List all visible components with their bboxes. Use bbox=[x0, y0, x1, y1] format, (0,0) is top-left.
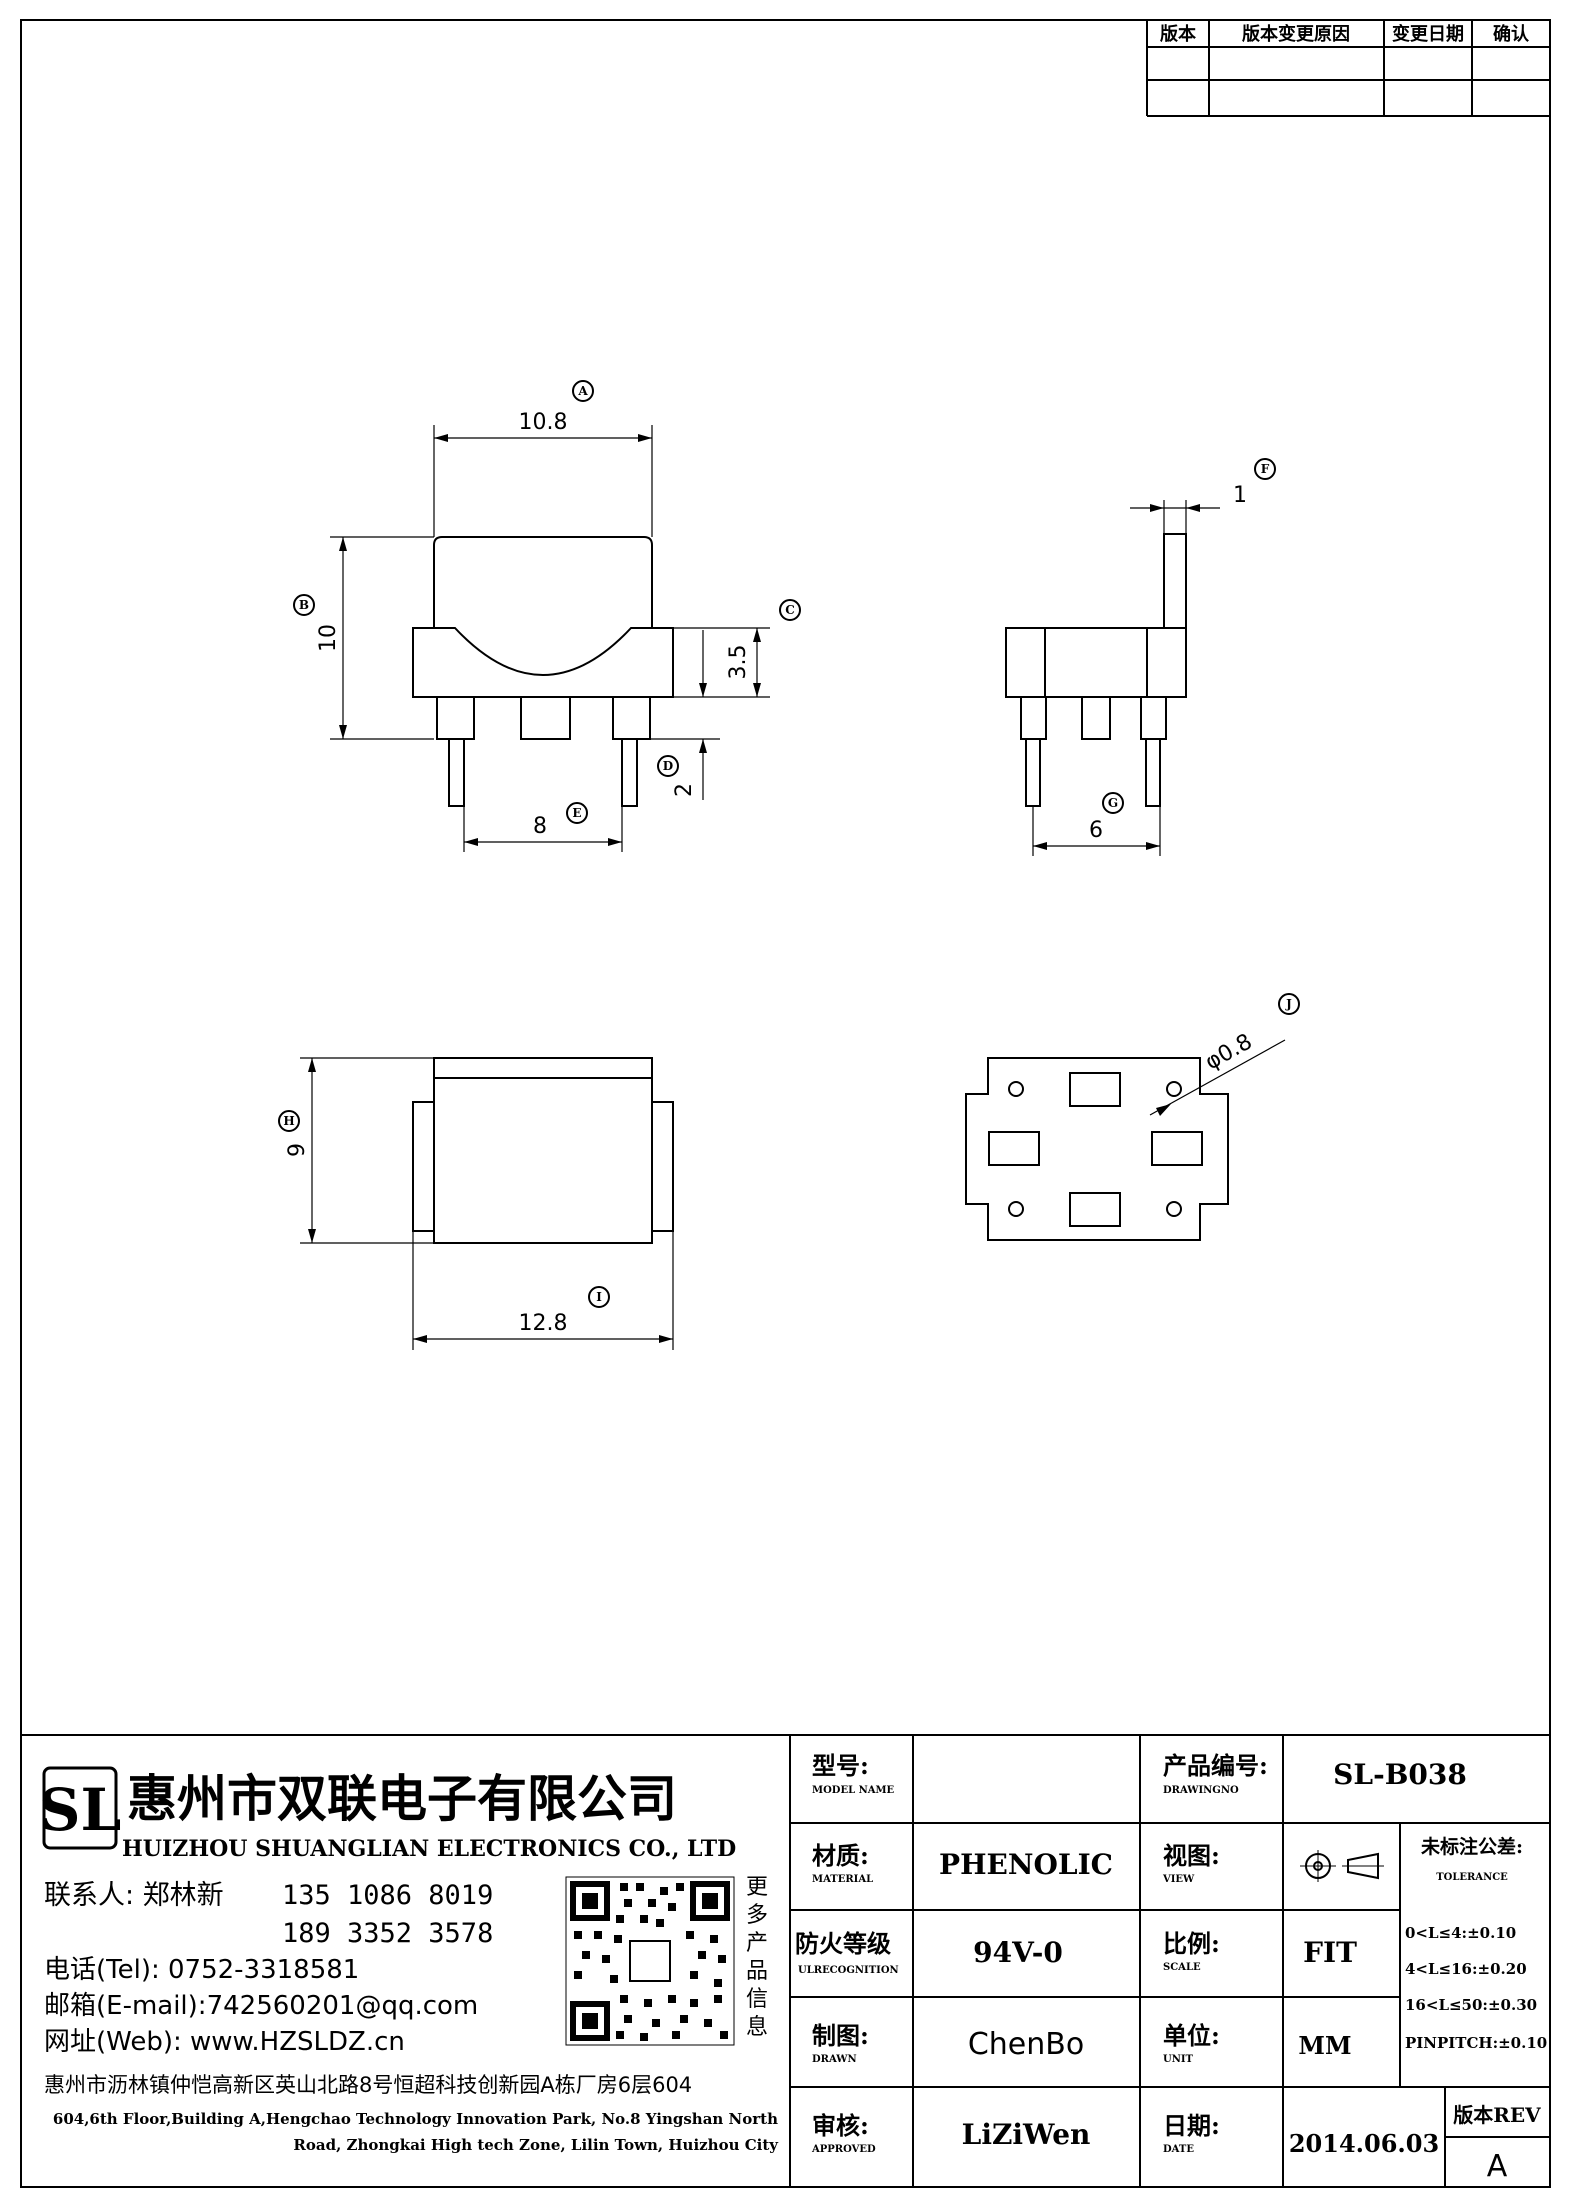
front-view-arrows bbox=[339, 434, 761, 846]
dim-flange-12-8: 12.8 bbox=[519, 1311, 568, 1336]
value-fire-rating: 94V-0 bbox=[973, 1936, 1063, 1969]
svg-text:多: 多 bbox=[746, 1903, 768, 1928]
contact-person: 联系人: 郑林新 bbox=[44, 1880, 224, 1911]
label-date: 日期: bbox=[1163, 2111, 1220, 2140]
tolerance-row-4: PINPITCH:±0.10 bbox=[1405, 2034, 1547, 2052]
value-material: PHENOLIC bbox=[939, 1848, 1113, 1881]
side-view bbox=[1005, 500, 1220, 856]
label-view: 视图: bbox=[1163, 1841, 1220, 1870]
value-rev: A bbox=[1487, 2149, 1508, 2184]
value-scale: FIT bbox=[1303, 1936, 1357, 1969]
label-unit: 单位: bbox=[1163, 2021, 1220, 2050]
label-tolerance-sub: TOLERANCE bbox=[1436, 1872, 1508, 1883]
label-fire-rating: 防火等级 bbox=[795, 1929, 891, 1958]
value-approved: LiZiWen bbox=[962, 2118, 1091, 2151]
svg-text:更: 更 bbox=[746, 1875, 768, 1900]
label-model-sub: MODEL NAME bbox=[812, 1785, 895, 1796]
marker-c: C bbox=[785, 603, 795, 617]
dim-pin-pitch-8: 8 bbox=[533, 814, 547, 839]
label-material: 材质: bbox=[812, 1841, 869, 1870]
logo-letters: SL bbox=[39, 1776, 122, 1844]
top-view bbox=[300, 1057, 674, 1350]
title-block-grid bbox=[21, 1734, 1550, 2187]
label-tolerance: 未标注公差: bbox=[1420, 1835, 1523, 1858]
dim-depth-9: 9 bbox=[285, 1143, 310, 1157]
marker-j: J bbox=[1285, 997, 1292, 1011]
label-date-sub: DATE bbox=[1163, 2144, 1194, 2155]
tolerance-row-2: 4<L≤16:±0.20 bbox=[1405, 1960, 1527, 1978]
label-approved: 审核: bbox=[812, 2111, 869, 2140]
rev-header-reason: 版本变更原因 bbox=[1242, 23, 1350, 45]
dim-hole-diameter: φ0.8 bbox=[1201, 1029, 1256, 1075]
qr-side-caption: 更 多 产 品 信 息 bbox=[746, 1875, 768, 2040]
side-view-arrows bbox=[1033, 504, 1200, 850]
address-en-line1: 604,6th Floor,Building A,Hengchao Techno… bbox=[53, 2110, 778, 2128]
label-drawn: 制图: bbox=[812, 2021, 869, 2050]
contact-phone-2: 189 3352 3578 bbox=[282, 1918, 493, 1949]
contact-web: 网址(Web): www.HZSLDZ.cn bbox=[44, 2027, 405, 2057]
marker-e: E bbox=[572, 806, 581, 820]
tolerance-row-1: 0<L≤4:±0.10 bbox=[1405, 1924, 1516, 1942]
tolerance-row-3: 16<L≤50:±0.30 bbox=[1405, 1996, 1537, 2014]
value-date: 2014.06.03 bbox=[1289, 2129, 1439, 2158]
svg-text:产: 产 bbox=[746, 1931, 768, 1956]
bottom-view bbox=[965, 1039, 1286, 1241]
svg-text:息: 息 bbox=[746, 2015, 768, 2040]
value-drawn: ChenBo bbox=[968, 2027, 1084, 2062]
marker-d: D bbox=[663, 759, 673, 773]
company-name-cn: 惠州市双联电子有限公司 bbox=[127, 1769, 677, 1828]
dim-pin-2: 2 bbox=[672, 783, 697, 797]
label-unit-sub: UNIT bbox=[1163, 2054, 1194, 2065]
dim-flange-3-5: 3.5 bbox=[726, 645, 751, 680]
address-en-line2: Road, Zhongkai High tech Zone, Lilin Tow… bbox=[293, 2136, 779, 2154]
company-logo: SL bbox=[39, 1766, 122, 1850]
front-view bbox=[330, 425, 770, 852]
company-name-en: HUIZHOU SHUANGLIAN ELECTRONICS CO., LTD bbox=[122, 1836, 736, 1862]
bottom-view-arrows bbox=[1156, 1104, 1171, 1116]
dim-width-10-8: 10.8 bbox=[519, 410, 568, 435]
dim-wall-1: 1 bbox=[1233, 483, 1247, 508]
marker-b: B bbox=[299, 598, 309, 612]
label-view-sub: VIEW bbox=[1162, 1874, 1195, 1885]
svg-text:品: 品 bbox=[746, 1959, 768, 1984]
contact-tel: 电话(Tel): 0752-3318581 bbox=[44, 1955, 359, 1985]
label-drawn-sub: DRAWN bbox=[812, 2054, 857, 2065]
qr-code bbox=[565, 1876, 735, 2046]
marker-circles bbox=[278, 380, 1300, 1308]
contact-phone-1: 135 1086 8019 bbox=[282, 1880, 493, 1911]
dim-pin-span-6: 6 bbox=[1089, 818, 1103, 843]
svg-text:信: 信 bbox=[746, 1987, 768, 2012]
value-drawing-no: SL-B038 bbox=[1333, 1758, 1467, 1791]
label-drawing-no-sub: DRAWINGNO bbox=[1163, 1785, 1239, 1796]
projection-symbol-icon bbox=[1300, 1850, 1384, 1882]
contact-email: 邮箱(E-mail):742560201@qq.com bbox=[44, 1991, 478, 2021]
rev-header-confirm: 确认 bbox=[1493, 23, 1530, 45]
marker-i: I bbox=[596, 1290, 602, 1304]
value-unit: MM bbox=[1298, 2031, 1351, 2060]
label-material-sub: MATERIAL bbox=[812, 1874, 873, 1885]
label-scale-sub: SCALE bbox=[1163, 1962, 1201, 1973]
marker-f: F bbox=[1261, 462, 1270, 476]
rev-header-version: 版本 bbox=[1160, 23, 1196, 45]
marker-g: G bbox=[1108, 796, 1118, 810]
revision-table bbox=[1146, 20, 1550, 117]
rev-header-date: 变更日期 bbox=[1392, 23, 1464, 45]
address-cn: 惠州市沥林镇仲恺高新区英山北路8号恒超科技创新园A栋厂房6层604 bbox=[44, 2073, 692, 2097]
marker-h: H bbox=[283, 1114, 294, 1128]
label-fire-rating-sub: ULRECOGNITION bbox=[798, 1965, 899, 1976]
sheet-border bbox=[20, 19, 1551, 2188]
label-scale: 比例: bbox=[1163, 1929, 1220, 1958]
top-view-arrows bbox=[308, 1058, 673, 1343]
label-approved-sub: APPROVED bbox=[811, 2144, 876, 2155]
label-model: 型号: bbox=[812, 1751, 869, 1780]
dim-height-10: 10 bbox=[316, 624, 341, 652]
marker-a: A bbox=[577, 384, 588, 398]
label-drawing-no: 产品编号: bbox=[1163, 1751, 1268, 1780]
label-rev: 版本REV bbox=[1453, 2103, 1541, 2127]
